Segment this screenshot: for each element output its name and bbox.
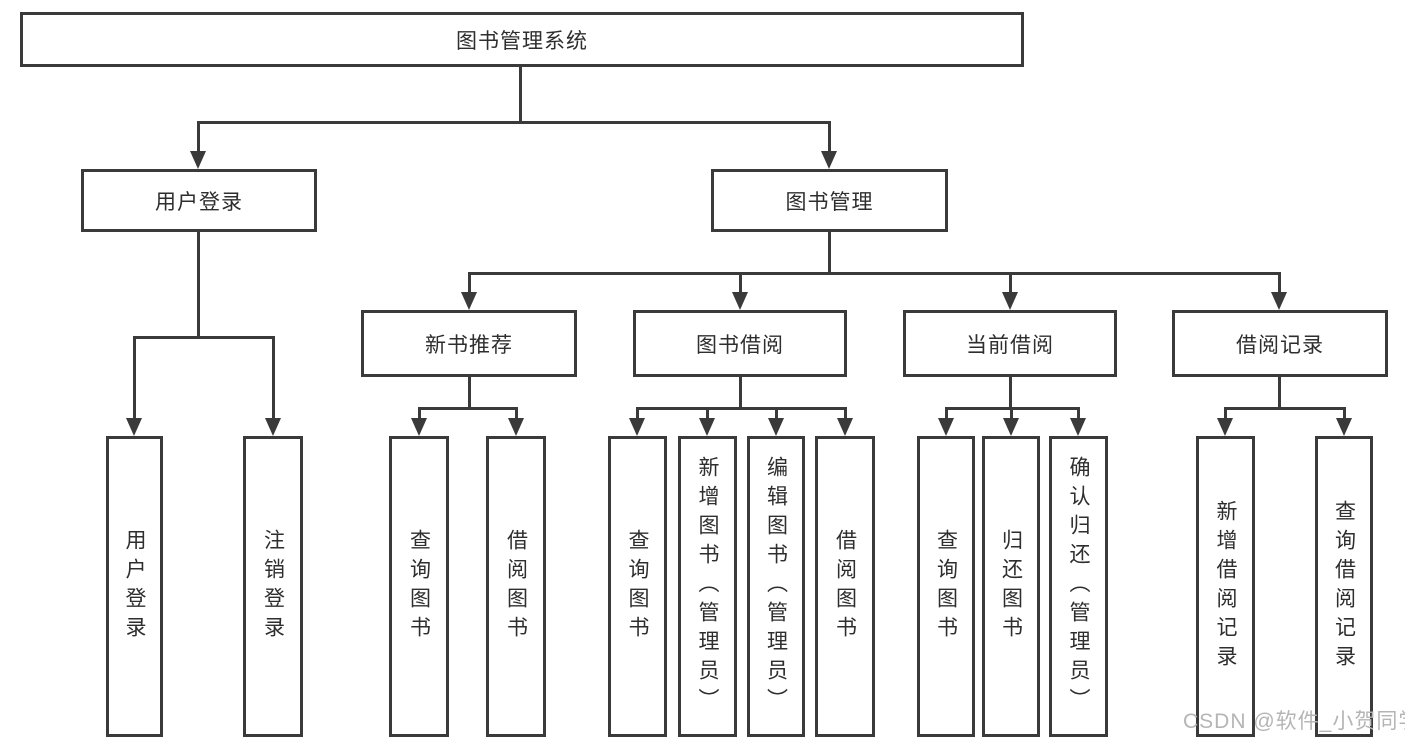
- connector-drop-records-query: [1343, 407, 1346, 421]
- connector-drop-login: [197, 121, 200, 153]
- connector-login-rail: [133, 336, 275, 339]
- arrowhead-current-query: [938, 418, 954, 436]
- arrowhead-current-return: [1003, 418, 1019, 436]
- node-root: 图书管理系统: [20, 12, 1024, 67]
- leaf-query-borrow-record-label: 查询借阅记录: [1332, 499, 1356, 674]
- leaf-query-books-rec-label: 查询图书: [407, 528, 431, 645]
- arrowhead-records: [1271, 292, 1287, 310]
- leaf-confirm-return-admin-label: 确认归还（管理员）: [1067, 456, 1090, 717]
- leaf-query-books-borrow: 查询图书: [608, 436, 667, 737]
- arrowhead-mgmt: [821, 151, 837, 169]
- connector-drop-current-confirm: [1077, 407, 1080, 421]
- arrowhead-current-confirm: [1070, 418, 1086, 436]
- arrowhead-borrow: [732, 292, 748, 310]
- arrowhead-rec-borrow: [508, 418, 524, 436]
- connector-current-stem: [1009, 377, 1012, 410]
- node-book-management: 图书管理: [711, 169, 948, 232]
- leaf-edit-books-admin: 编辑图书（管理员）: [747, 436, 805, 737]
- connector-drop-login-user: [133, 336, 136, 421]
- arrowhead-rec-query: [411, 418, 427, 436]
- connector-drop-records: [1278, 272, 1281, 296]
- arrowhead-login: [190, 151, 206, 169]
- leaf-add-borrow-record-label: 新增借阅记录: [1214, 499, 1237, 674]
- connector-drop-borrow-borrow: [844, 407, 847, 421]
- csdn-watermark: CSDN @软件_小贺同学: [1183, 710, 1405, 733]
- leaf-return-books: 归还图书: [982, 436, 1040, 737]
- node-book-borrowing: 图书借阅: [633, 310, 847, 377]
- leaf-add-borrow-record: 新增借阅记录: [1196, 436, 1255, 737]
- connector-borrow-rail: [636, 407, 847, 410]
- node-user-login: 用户登录: [81, 169, 317, 232]
- connector-drop-rec: [468, 272, 471, 296]
- connector-drop-borrow-query: [636, 407, 639, 421]
- connector-level1-rail: [197, 121, 831, 124]
- leaf-logout-label: 注销登录: [261, 528, 285, 645]
- arrowhead-borrow-borrow: [837, 418, 853, 436]
- connector-rec-stem: [468, 377, 471, 410]
- leaf-borrow-books-rec-label: 借阅图书: [504, 528, 528, 645]
- leaf-add-books-admin: 新增图书（管理员）: [678, 436, 737, 737]
- arrowhead-login-user: [126, 418, 142, 436]
- connector-mgmt-stem: [828, 232, 831, 275]
- connector-drop-borrow-edit: [775, 407, 778, 421]
- connector-drop-mgmt: [828, 121, 831, 153]
- leaf-edit-books-admin-label: 编辑图书（管理员）: [764, 456, 788, 717]
- connector-records-stem: [1278, 377, 1281, 410]
- leaf-borrow-books-label: 借阅图书: [833, 528, 857, 645]
- leaf-borrow-books: 借阅图书: [815, 436, 875, 737]
- connector-drop-current: [1009, 272, 1012, 296]
- arrowhead-borrow-add: [699, 418, 715, 436]
- connector-drop-borrow-add: [706, 407, 709, 421]
- leaf-confirm-return-admin: 确认归还（管理员）: [1049, 436, 1108, 737]
- node-new-book-recommend: 新书推荐: [361, 310, 577, 377]
- arrowhead-current: [1002, 292, 1018, 310]
- leaf-query-books-current: 查询图书: [917, 436, 975, 737]
- leaf-query-books-borrow-label: 查询图书: [626, 528, 649, 645]
- connector-root-stem: [519, 67, 522, 123]
- connector-drop-borrow: [739, 272, 742, 296]
- leaf-query-borrow-record: 查询借阅记录: [1315, 436, 1373, 737]
- connector-records-rail: [1224, 407, 1346, 410]
- connector-drop-current-query: [945, 407, 948, 421]
- leaf-query-books-current-label: 查询图书: [934, 528, 958, 645]
- connector-drop-login-logout: [272, 336, 275, 421]
- arrowhead-records-add: [1217, 418, 1233, 436]
- leaf-user-login: 用户登录: [106, 436, 163, 737]
- connector-drop-rec-query: [418, 407, 421, 421]
- leaf-logout: 注销登录: [243, 436, 303, 737]
- connector-drop-current-return: [1010, 407, 1013, 421]
- leaf-add-books-admin-label: 新增图书（管理员）: [696, 456, 719, 717]
- arrowhead-borrow-edit: [768, 418, 784, 436]
- connector-borrow-stem: [739, 377, 742, 410]
- connector-level2-rail: [468, 272, 1281, 275]
- leaf-return-books-label: 归还图书: [999, 528, 1023, 645]
- leaf-borrow-books-rec: 借阅图书: [486, 436, 546, 737]
- leaf-user-login-label: 用户登录: [123, 528, 146, 645]
- arrowhead-login-logout: [265, 418, 281, 436]
- arrowhead-borrow-query: [629, 418, 645, 436]
- connector-rec-rail: [418, 407, 518, 410]
- connector-drop-rec-borrow: [515, 407, 518, 421]
- connector-drop-records-add: [1224, 407, 1227, 421]
- node-borrow-records: 借阅记录: [1172, 310, 1388, 377]
- node-current-borrowing: 当前借阅: [903, 310, 1117, 377]
- leaf-query-books-rec: 查询图书: [389, 436, 449, 737]
- arrowhead-records-query: [1336, 418, 1352, 436]
- arrowhead-rec: [461, 292, 477, 310]
- connector-login-stem: [197, 232, 200, 339]
